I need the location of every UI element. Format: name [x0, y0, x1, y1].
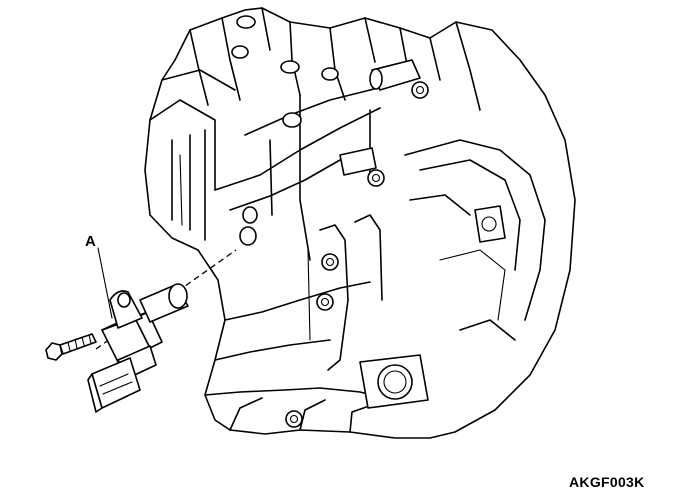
housing-bolt-mid — [367, 169, 385, 187]
housing-bolt-lower — [316, 293, 334, 311]
sensor-tip — [139, 283, 189, 323]
sensor-mounting-flange — [109, 290, 143, 329]
sensor-connector — [87, 345, 157, 413]
callout-label-a: A — [85, 233, 96, 250]
speed-sensor-assembly: A — [45, 233, 237, 413]
sensor-bolt — [45, 333, 97, 361]
housing-bolt-left — [321, 253, 339, 271]
housing-bolt-bottom — [285, 410, 303, 428]
housing-bolt-top — [411, 81, 429, 99]
transaxle-housing — [144, 7, 576, 439]
figure-code-label: AKGF003K — [569, 474, 645, 490]
callout-leader-line — [97, 247, 113, 319]
